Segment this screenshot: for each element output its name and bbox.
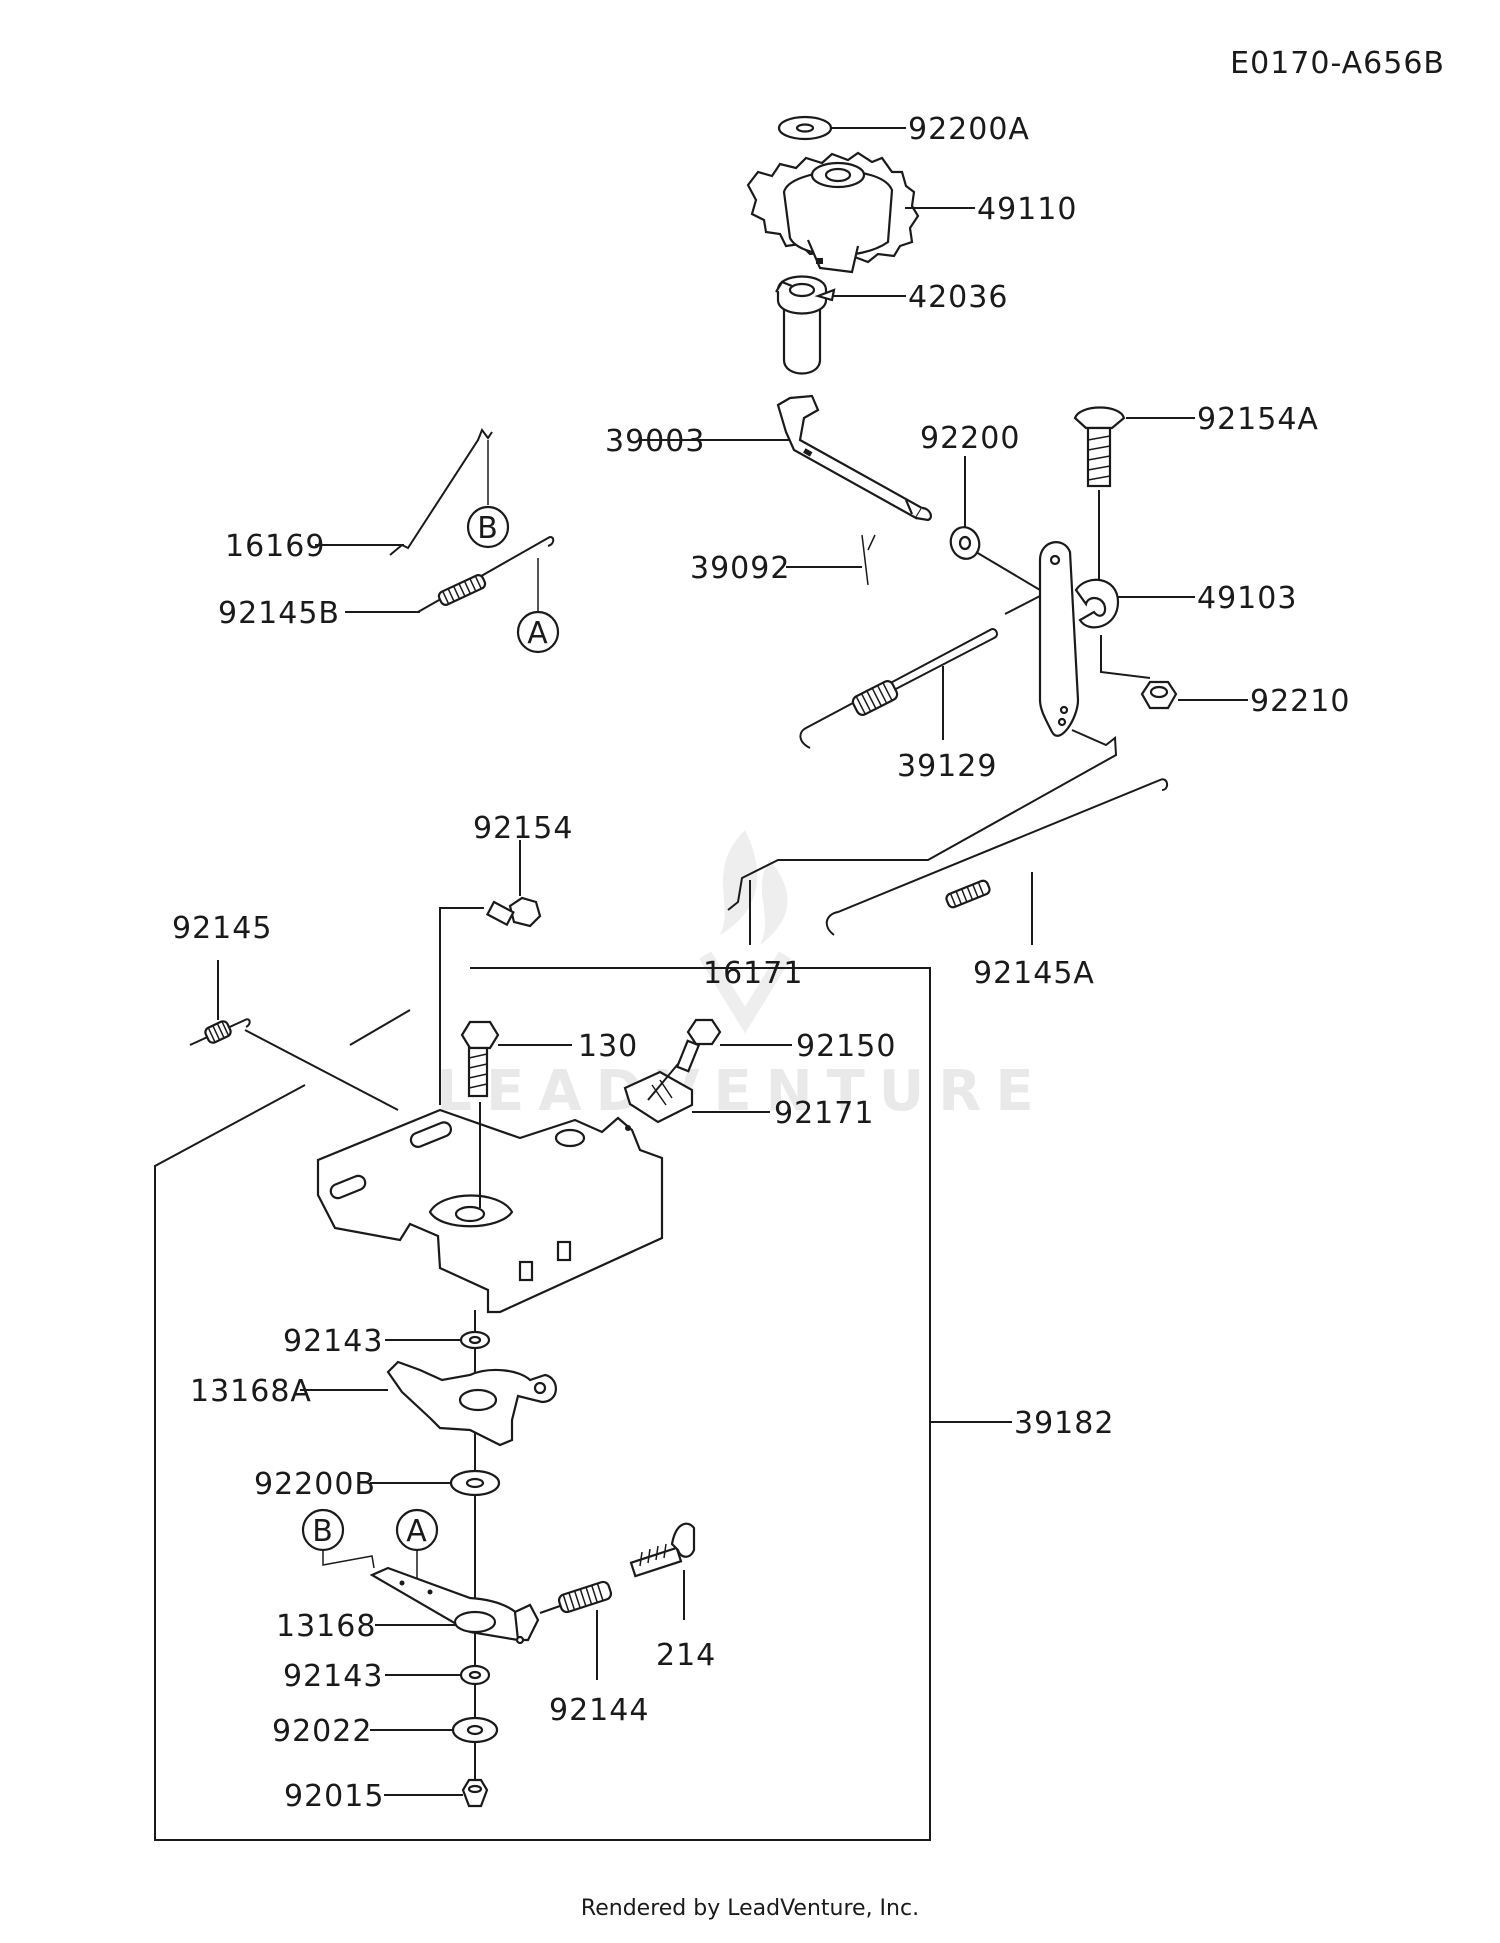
spring-92145B[interactable]: [417, 536, 555, 613]
label-92200[interactable]: 92200: [920, 421, 1020, 456]
label-39182[interactable]: 39182: [1014, 1406, 1114, 1441]
label-130[interactable]: 130: [578, 1029, 638, 1064]
label-92022[interactable]: 92022: [272, 1714, 372, 1749]
label-13168[interactable]: 13168: [276, 1609, 376, 1644]
label-92200B[interactable]: 92200B: [254, 1467, 376, 1502]
washer-92200A-hole: [795, 123, 815, 133]
marker-B1-text: B: [477, 511, 499, 546]
footer-credit: Rendered by LeadVenture, Inc.: [581, 1896, 919, 1921]
sleeve-42036[interactable]: [775, 275, 836, 375]
label-214[interactable]: 214: [656, 1638, 716, 1673]
label-92145A[interactable]: 92145A: [973, 956, 1095, 991]
bolt-130[interactable]: [460, 1020, 500, 1098]
label-92143-upper[interactable]: 92143: [283, 1324, 383, 1359]
label-39092[interactable]: 39092: [690, 551, 790, 586]
nut-92210[interactable]: [1140, 680, 1178, 710]
pin-39092[interactable]: [861, 534, 876, 586]
label-92143-lower[interactable]: 92143: [283, 1659, 383, 1694]
link-line-39129: [1004, 595, 1041, 615]
screw-214[interactable]: [629, 1522, 696, 1578]
bolt-axis-92154: [439, 907, 484, 1105]
label-92145[interactable]: 92145: [172, 911, 272, 946]
washer-92200B-hole: [465, 1477, 485, 1489]
rod-16171[interactable]: [727, 729, 1118, 911]
label-49103[interactable]: 49103: [1197, 581, 1297, 616]
marker-A1-text: A: [527, 616, 549, 651]
lever-arm-49103[interactable]: [1038, 541, 1120, 737]
label-39003[interactable]: 39003: [605, 424, 705, 459]
label-92154[interactable]: 92154: [473, 811, 573, 846]
marker-B1: [466, 505, 510, 549]
axis-92150: [647, 1063, 679, 1101]
watermark-text: LEADVENTURE: [436, 1059, 1047, 1124]
label-42036[interactable]: 42036: [908, 280, 1008, 315]
washer-92022-hole: [466, 1724, 484, 1736]
label-92145B[interactable]: 92145B: [218, 596, 340, 631]
screw-92150[interactable]: [675, 1018, 722, 1073]
rod-39129[interactable]: [799, 628, 998, 749]
shaft-39003[interactable]: [776, 394, 932, 522]
label-92210[interactable]: 92210: [1250, 684, 1350, 719]
spring-92144[interactable]: [539, 1580, 613, 1614]
label-92144[interactable]: 92144: [549, 1693, 649, 1728]
watermark: LEADVENTURE: [436, 830, 1047, 1124]
marker-B2-text: B: [312, 1514, 334, 1549]
washer-92143-upper-hole: [468, 1335, 482, 1345]
label-49110[interactable]: 49110: [977, 192, 1077, 227]
label-39129[interactable]: 39129: [897, 749, 997, 784]
label-92200A[interactable]: 92200A: [908, 112, 1030, 147]
label-92015[interactable]: 92015: [284, 1779, 384, 1814]
marker-B2-leader: [322, 1550, 375, 1569]
label-13168A[interactable]: 13168A: [190, 1374, 312, 1409]
diagram-code: E0170-A656B: [1230, 46, 1445, 81]
lever-13168[interactable]: [369, 1566, 540, 1645]
label-92150[interactable]: 92150: [796, 1029, 896, 1064]
bracket[interactable]: [316, 1108, 664, 1314]
gear-49110[interactable]: [746, 151, 920, 274]
marker-A2-text: A: [406, 1514, 428, 1549]
washer-92200-hole: [958, 535, 972, 551]
spring-rod-92145A[interactable]: [825, 778, 1168, 936]
bolt-92154A[interactable]: [1073, 406, 1126, 488]
clip-92171[interactable]: [623, 1070, 694, 1124]
lever-13168A[interactable]: [386, 1360, 557, 1447]
shaft-axis-line: [975, 551, 1041, 591]
nut-92015[interactable]: [461, 1778, 489, 1808]
label-92154A[interactable]: 92154A: [1197, 402, 1319, 437]
label-92171[interactable]: 92171: [774, 1096, 874, 1131]
marker-A1: [516, 610, 560, 654]
washer-92143-lower-hole: [468, 1670, 482, 1680]
spring-92145[interactable]: [189, 1018, 251, 1046]
assembly-box-39182: [154, 967, 931, 1841]
bolt-92154[interactable]: [485, 896, 542, 928]
leader-nut-axis: [1100, 635, 1151, 679]
label-16169[interactable]: 16169: [225, 529, 325, 564]
label-16171[interactable]: 16171: [703, 956, 803, 991]
spring-axis-92145: [244, 1009, 411, 1111]
